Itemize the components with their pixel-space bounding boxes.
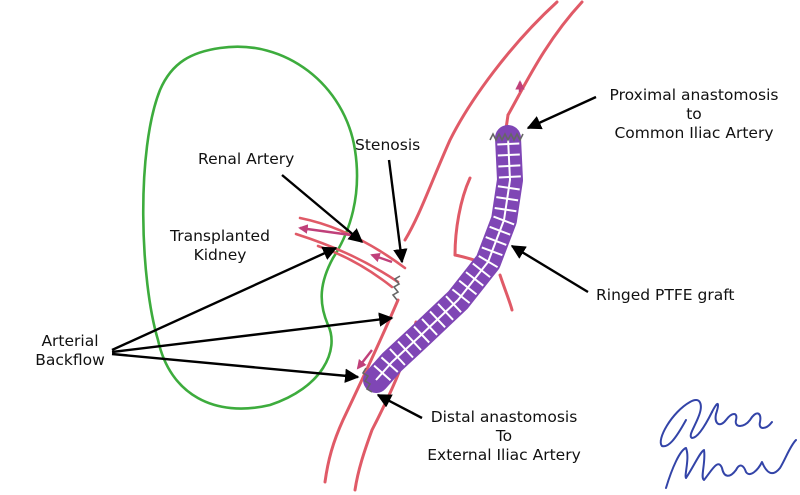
label-proximal-line-1: Proximal anastomosis bbox=[609, 86, 779, 104]
label-stenosis: Stenosis bbox=[355, 136, 421, 154]
arrow-ringed-graft bbox=[510, 244, 589, 294]
signature bbox=[659, 399, 797, 489]
graft-ring bbox=[405, 333, 422, 351]
arrow-backflow-3 bbox=[111, 352, 360, 383]
graft-ring bbox=[472, 262, 491, 278]
graft-ring bbox=[497, 153, 520, 157]
label-renal-artery: Renal Artery bbox=[198, 150, 295, 168]
label-transplanted-kidney-line-2: Kidney bbox=[193, 246, 247, 264]
graft-ring bbox=[498, 164, 521, 168]
label-proximal-line-3: Common Iliac Artery bbox=[614, 124, 774, 142]
arrow-distal bbox=[376, 393, 423, 420]
arrow-stenosis bbox=[387, 159, 408, 264]
graft-ring bbox=[397, 340, 414, 359]
label-ringed-ptfe-graft: Ringed PTFE graft bbox=[596, 286, 735, 304]
graft-ring bbox=[497, 185, 520, 191]
graft-ring bbox=[485, 236, 507, 246]
arrow-backflow-1 bbox=[111, 246, 338, 352]
label-arterial-backflow: Arterial Backflow bbox=[22, 332, 118, 370]
graft-ring bbox=[465, 271, 484, 287]
graft-ring bbox=[389, 348, 406, 366]
pointer-arrows bbox=[111, 95, 597, 420]
graft-ring bbox=[421, 318, 438, 336]
label-arterial-backflow-line-1: Arterial bbox=[41, 332, 99, 350]
graft-ring bbox=[481, 246, 503, 257]
graft-ring bbox=[413, 325, 430, 344]
graft-ring bbox=[497, 142, 520, 146]
graft-ring bbox=[478, 255, 499, 269]
label-distal-anastomosis: Distal anastomosis To External Iliac Art… bbox=[404, 408, 604, 465]
arrow-renal-artery bbox=[281, 174, 364, 243]
graft-ring bbox=[496, 196, 519, 202]
suture-marks bbox=[361, 132, 524, 393]
graft-ring bbox=[458, 279, 478, 296]
graft-ring bbox=[437, 303, 454, 321]
label-distal-line-3: External Iliac Artery bbox=[427, 446, 581, 464]
label-proximal-line-2: to bbox=[686, 105, 702, 123]
renal-artery-vessel bbox=[294, 216, 407, 289]
graft-ring bbox=[429, 310, 446, 328]
label-proximal-anastomosis: Proximal anastomosis to Common Iliac Art… bbox=[596, 86, 792, 143]
graft-ring bbox=[498, 175, 521, 179]
label-arterial-backflow-line-2: Backflow bbox=[35, 351, 105, 369]
label-distal-line-1: Distal anastomosis bbox=[430, 408, 578, 426]
label-transplanted-kidney: Transplanted Kidney bbox=[160, 227, 280, 265]
graft-ring bbox=[451, 288, 471, 304]
label-distal-line-2: To bbox=[495, 427, 513, 445]
arrow-backflow-2 bbox=[111, 312, 394, 354]
graft-ring bbox=[493, 215, 515, 226]
label-transplanted-kidney-line-1: Transplanted bbox=[170, 227, 270, 245]
graft-ring bbox=[373, 364, 392, 381]
arrow-proximal bbox=[526, 95, 597, 130]
kidney-outline bbox=[141, 45, 359, 410]
graft-ring bbox=[380, 356, 399, 373]
graft-ring bbox=[489, 225, 511, 236]
ptfe-graft bbox=[363, 125, 523, 393]
graft-center-line bbox=[375, 137, 511, 381]
graft-ring bbox=[445, 295, 462, 313]
graft-ring bbox=[494, 207, 517, 213]
